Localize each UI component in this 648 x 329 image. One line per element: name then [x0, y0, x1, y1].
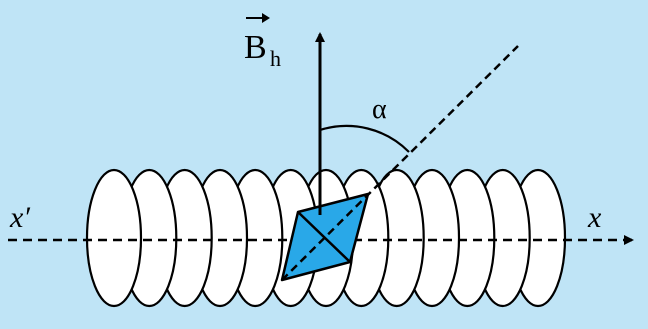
needle-axis-line	[297, 211, 351, 263]
angle-label: α	[372, 94, 387, 125]
needle-direction-line	[281, 45, 519, 281]
field-vector-overarrow	[246, 13, 270, 23]
axis-right-label: x	[587, 201, 602, 234]
axis-left-label: x′	[9, 201, 30, 234]
coil-turn	[85, 168, 143, 308]
angle-arc	[319, 124, 410, 153]
field-subscript: h	[270, 46, 281, 71]
field-label: B	[244, 29, 267, 66]
